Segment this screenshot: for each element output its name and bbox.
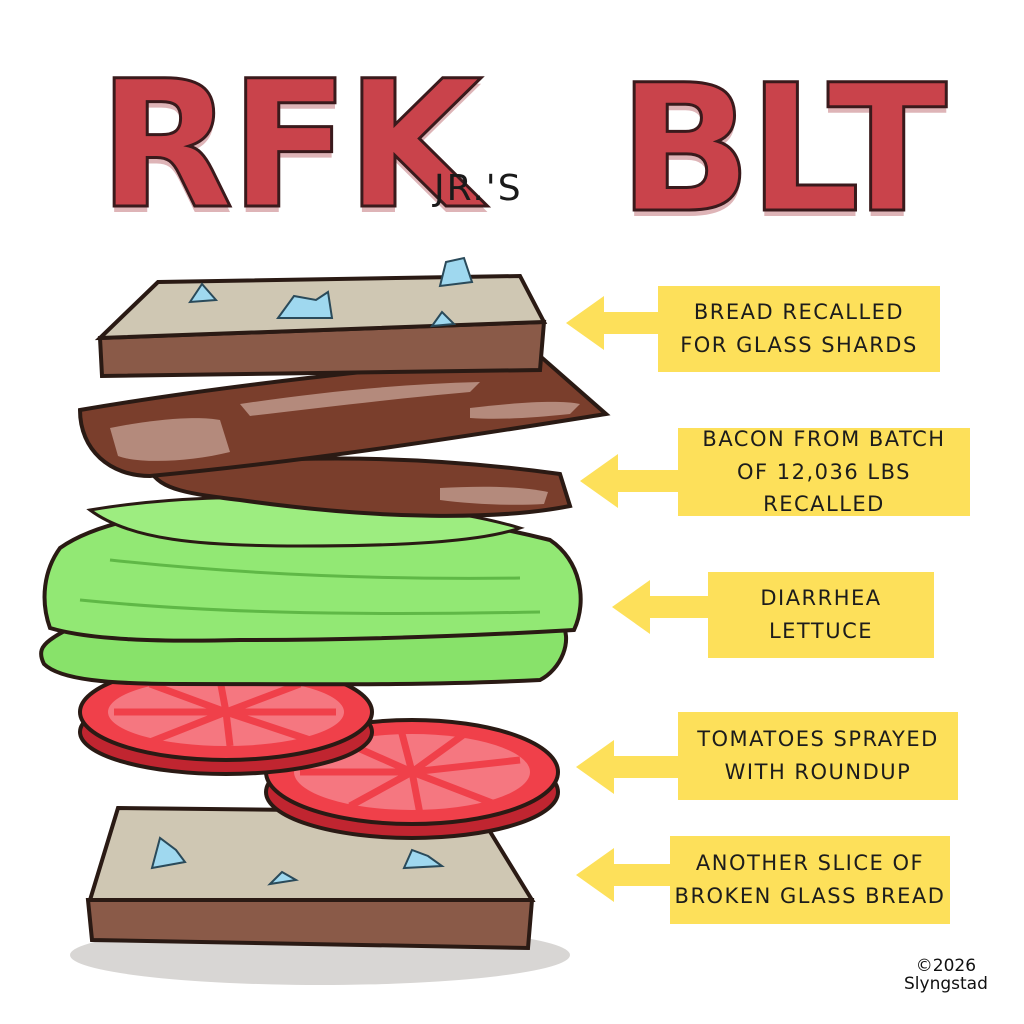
- title-rfk: RFK: [96, 43, 483, 248]
- label-lettuce: DIARRHEA LETTUCE: [708, 572, 934, 658]
- label-bottom-bread: ANOTHER SLICE OF BROKEN GLASS BREAD: [670, 836, 950, 924]
- arrow-to-tomato: [576, 740, 682, 794]
- arrow-to-top-bread: [566, 296, 662, 350]
- copyright-year: ©2026: [915, 956, 977, 976]
- tomato-slice-left: [78, 662, 374, 776]
- glass-shard: [267, 870, 299, 886]
- glass-shard: [429, 310, 457, 328]
- label-bread-text: BREAD RECALLED FOR GLASS SHARDS: [680, 300, 918, 357]
- label-bacon: BACON FROM BATCH OF 12,036 LBS RECALLED: [678, 427, 970, 516]
- label-bread: BREAD RECALLED FOR GLASS SHARDS: [658, 286, 940, 372]
- glass-shard: [276, 290, 334, 319]
- label-tomato: TOMATOES SPRAYED WITH ROUNDUP: [678, 712, 958, 800]
- artist-name: Slyngstad: [904, 973, 988, 994]
- bottom-bread-slice: [85, 805, 536, 951]
- arrow-to-bacon: [580, 454, 682, 508]
- top-bread-slice: [94, 256, 548, 379]
- arrow-to-bottom-bread: [576, 848, 672, 902]
- glass-shard: [438, 256, 474, 288]
- glass-shard: [402, 848, 445, 870]
- glass-shard: [150, 836, 187, 870]
- title-blt: BLT: [616, 47, 948, 252]
- label-lettuce-text: DIARRHEA LETTUCE: [760, 586, 882, 643]
- label-tomato-text: TOMATOES SPRAYED WITH ROUNDUP: [697, 727, 939, 784]
- glass-shard: [188, 282, 219, 304]
- bacon-strips: [77, 353, 611, 518]
- label-bottom-bread-text: ANOTHER SLICE OF BROKEN GLASS BREAD: [674, 851, 946, 908]
- artist-signature: ©2026 Slyngstad: [904, 956, 988, 994]
- label-bacon-text: BACON FROM BATCH OF 12,036 LBS RECALLED: [702, 427, 946, 517]
- title-jr: JR.'S: [434, 168, 523, 209]
- arrow-to-lettuce: [612, 580, 710, 634]
